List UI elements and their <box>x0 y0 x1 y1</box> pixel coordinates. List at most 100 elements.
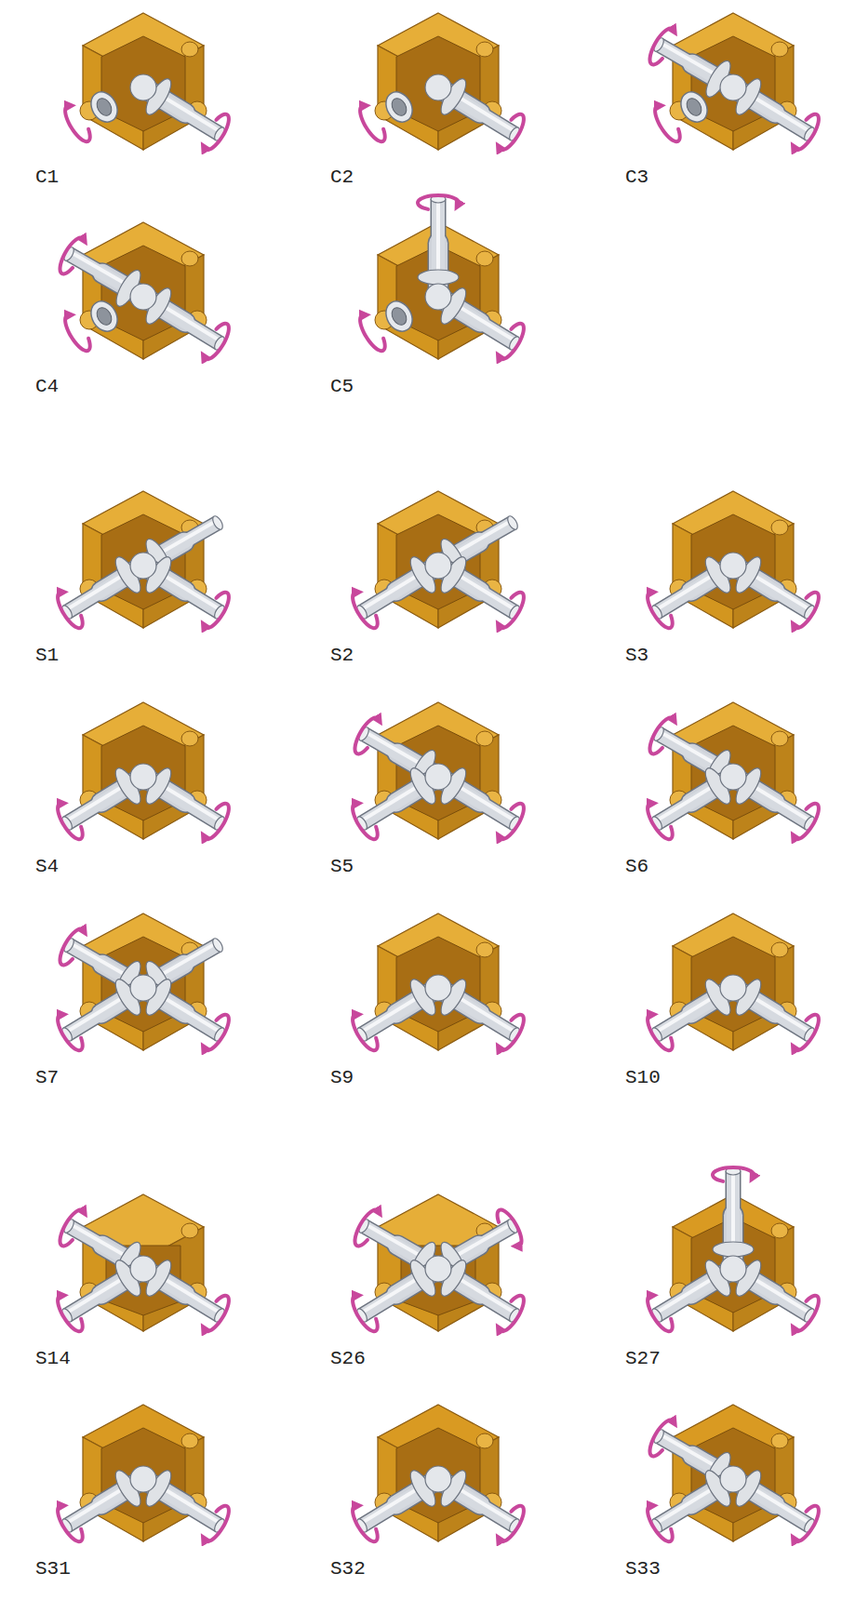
rotation-arrow <box>649 1420 673 1457</box>
housing-cutaway <box>101 936 186 1032</box>
hollow-shaft <box>675 87 713 127</box>
configuration-code: C4 <box>35 375 59 399</box>
rotation-arrow <box>204 1015 229 1051</box>
hollow-shaft <box>380 296 418 336</box>
configuration-code: S33 <box>625 1558 661 1581</box>
gearbox-figure <box>647 491 819 629</box>
gearbox-figure <box>352 1404 524 1542</box>
rotation-arrow <box>57 1506 83 1542</box>
configuration-code: S2 <box>330 644 354 668</box>
housing-cutaway <box>396 936 481 1032</box>
gearbox-figure <box>360 195 524 360</box>
rotation-arrow <box>649 28 673 66</box>
rotation-arrow <box>794 803 819 840</box>
housing-flange <box>181 251 199 267</box>
gear-hub <box>130 763 157 790</box>
gearbox-figure <box>59 222 228 360</box>
configuration-code: S26 <box>330 1348 366 1371</box>
configuration-code: C1 <box>35 166 59 189</box>
rotation-arrow <box>204 803 229 840</box>
housing-flange <box>476 1433 494 1449</box>
configuration-code: S31 <box>35 1558 71 1581</box>
rotation-arrow <box>354 1210 378 1247</box>
bevel-gear <box>712 1242 754 1257</box>
gearbox-figure <box>352 913 524 1051</box>
rotation-arrow <box>352 1296 378 1332</box>
housing-flange <box>181 41 199 57</box>
configuration-code: S14 <box>35 1348 71 1371</box>
hollow-bore <box>388 95 410 119</box>
rotation-arrow <box>499 114 524 150</box>
rotation-arrow <box>65 106 91 142</box>
rotation-arrow <box>499 1015 524 1051</box>
configuration-code: S32 <box>330 1558 366 1581</box>
rotation-arrow <box>352 1506 378 1542</box>
gear-hub <box>130 975 157 1002</box>
rotation-arrow <box>499 1506 524 1542</box>
gear-hub <box>130 1466 157 1493</box>
shaft-end <box>211 936 226 954</box>
rotation-arrow <box>647 592 673 629</box>
rotation-arrow <box>794 1506 819 1542</box>
gear-hub <box>130 74 157 101</box>
gearbox-figure <box>57 1404 229 1542</box>
housing-flange <box>476 942 494 958</box>
rotation-arrow <box>712 1167 754 1182</box>
rotation-arrow <box>497 1210 522 1247</box>
hollow-shaft <box>85 87 123 127</box>
rotation-arrow <box>647 1015 673 1051</box>
gearbox-figure <box>57 1194 229 1332</box>
hollow-bore <box>683 95 705 119</box>
rotation-arrow <box>59 1210 83 1247</box>
gearbox-figure <box>57 702 229 840</box>
gearbox-figure <box>360 13 524 150</box>
gear-hub <box>130 552 157 579</box>
gear-hub <box>425 1256 452 1283</box>
rotation-arrow <box>204 1296 229 1332</box>
rotation-arrow <box>360 106 386 142</box>
housing-flange <box>771 731 789 747</box>
configuration-code: S1 <box>35 644 59 668</box>
rotation-arrow <box>794 1015 819 1051</box>
configuration-code: S10 <box>625 1067 661 1090</box>
housing-flange <box>181 1223 199 1239</box>
rotation-arrow <box>499 803 524 840</box>
gearbox-figure <box>352 491 524 629</box>
housing-cutaway <box>396 514 481 610</box>
configuration-code: S5 <box>330 855 354 879</box>
gear-hub <box>425 1466 452 1493</box>
gear-hub <box>130 1256 157 1283</box>
configuration-code: C2 <box>330 166 354 189</box>
rotation-arrow <box>499 1296 524 1332</box>
rotation-arrow <box>204 114 229 150</box>
configuration-code: S7 <box>35 1067 59 1090</box>
rotation-arrow <box>204 1506 229 1542</box>
rotation-arrow <box>647 1506 673 1542</box>
rotation-arrow <box>57 803 83 840</box>
gear-hub <box>720 552 747 579</box>
rotation-arrow <box>354 718 378 755</box>
shaft-end <box>211 514 226 532</box>
rotation-arrow <box>57 1296 83 1332</box>
configuration-code: C5 <box>330 375 354 399</box>
gearbox-figure <box>65 13 229 150</box>
rotation-arrow <box>57 592 83 629</box>
configuration-code: S3 <box>625 644 649 668</box>
shaft-end <box>506 514 521 532</box>
rotation-arrow <box>794 114 819 150</box>
housing-cutaway <box>396 1428 481 1524</box>
housing-flange <box>476 251 494 267</box>
rotation-arrow <box>499 592 524 629</box>
gearbox-figure <box>57 913 229 1051</box>
gear-hub <box>425 975 452 1002</box>
housing-flange <box>476 41 494 57</box>
rotation-arrow <box>649 718 673 755</box>
gear-hub <box>425 74 452 101</box>
rotation-arrow <box>204 323 229 360</box>
housing-flange <box>181 1433 199 1449</box>
rotation-arrow <box>647 803 673 840</box>
hollow-bore <box>93 305 115 328</box>
housing-cutaway <box>691 725 776 821</box>
rotation-arrow <box>360 315 386 351</box>
